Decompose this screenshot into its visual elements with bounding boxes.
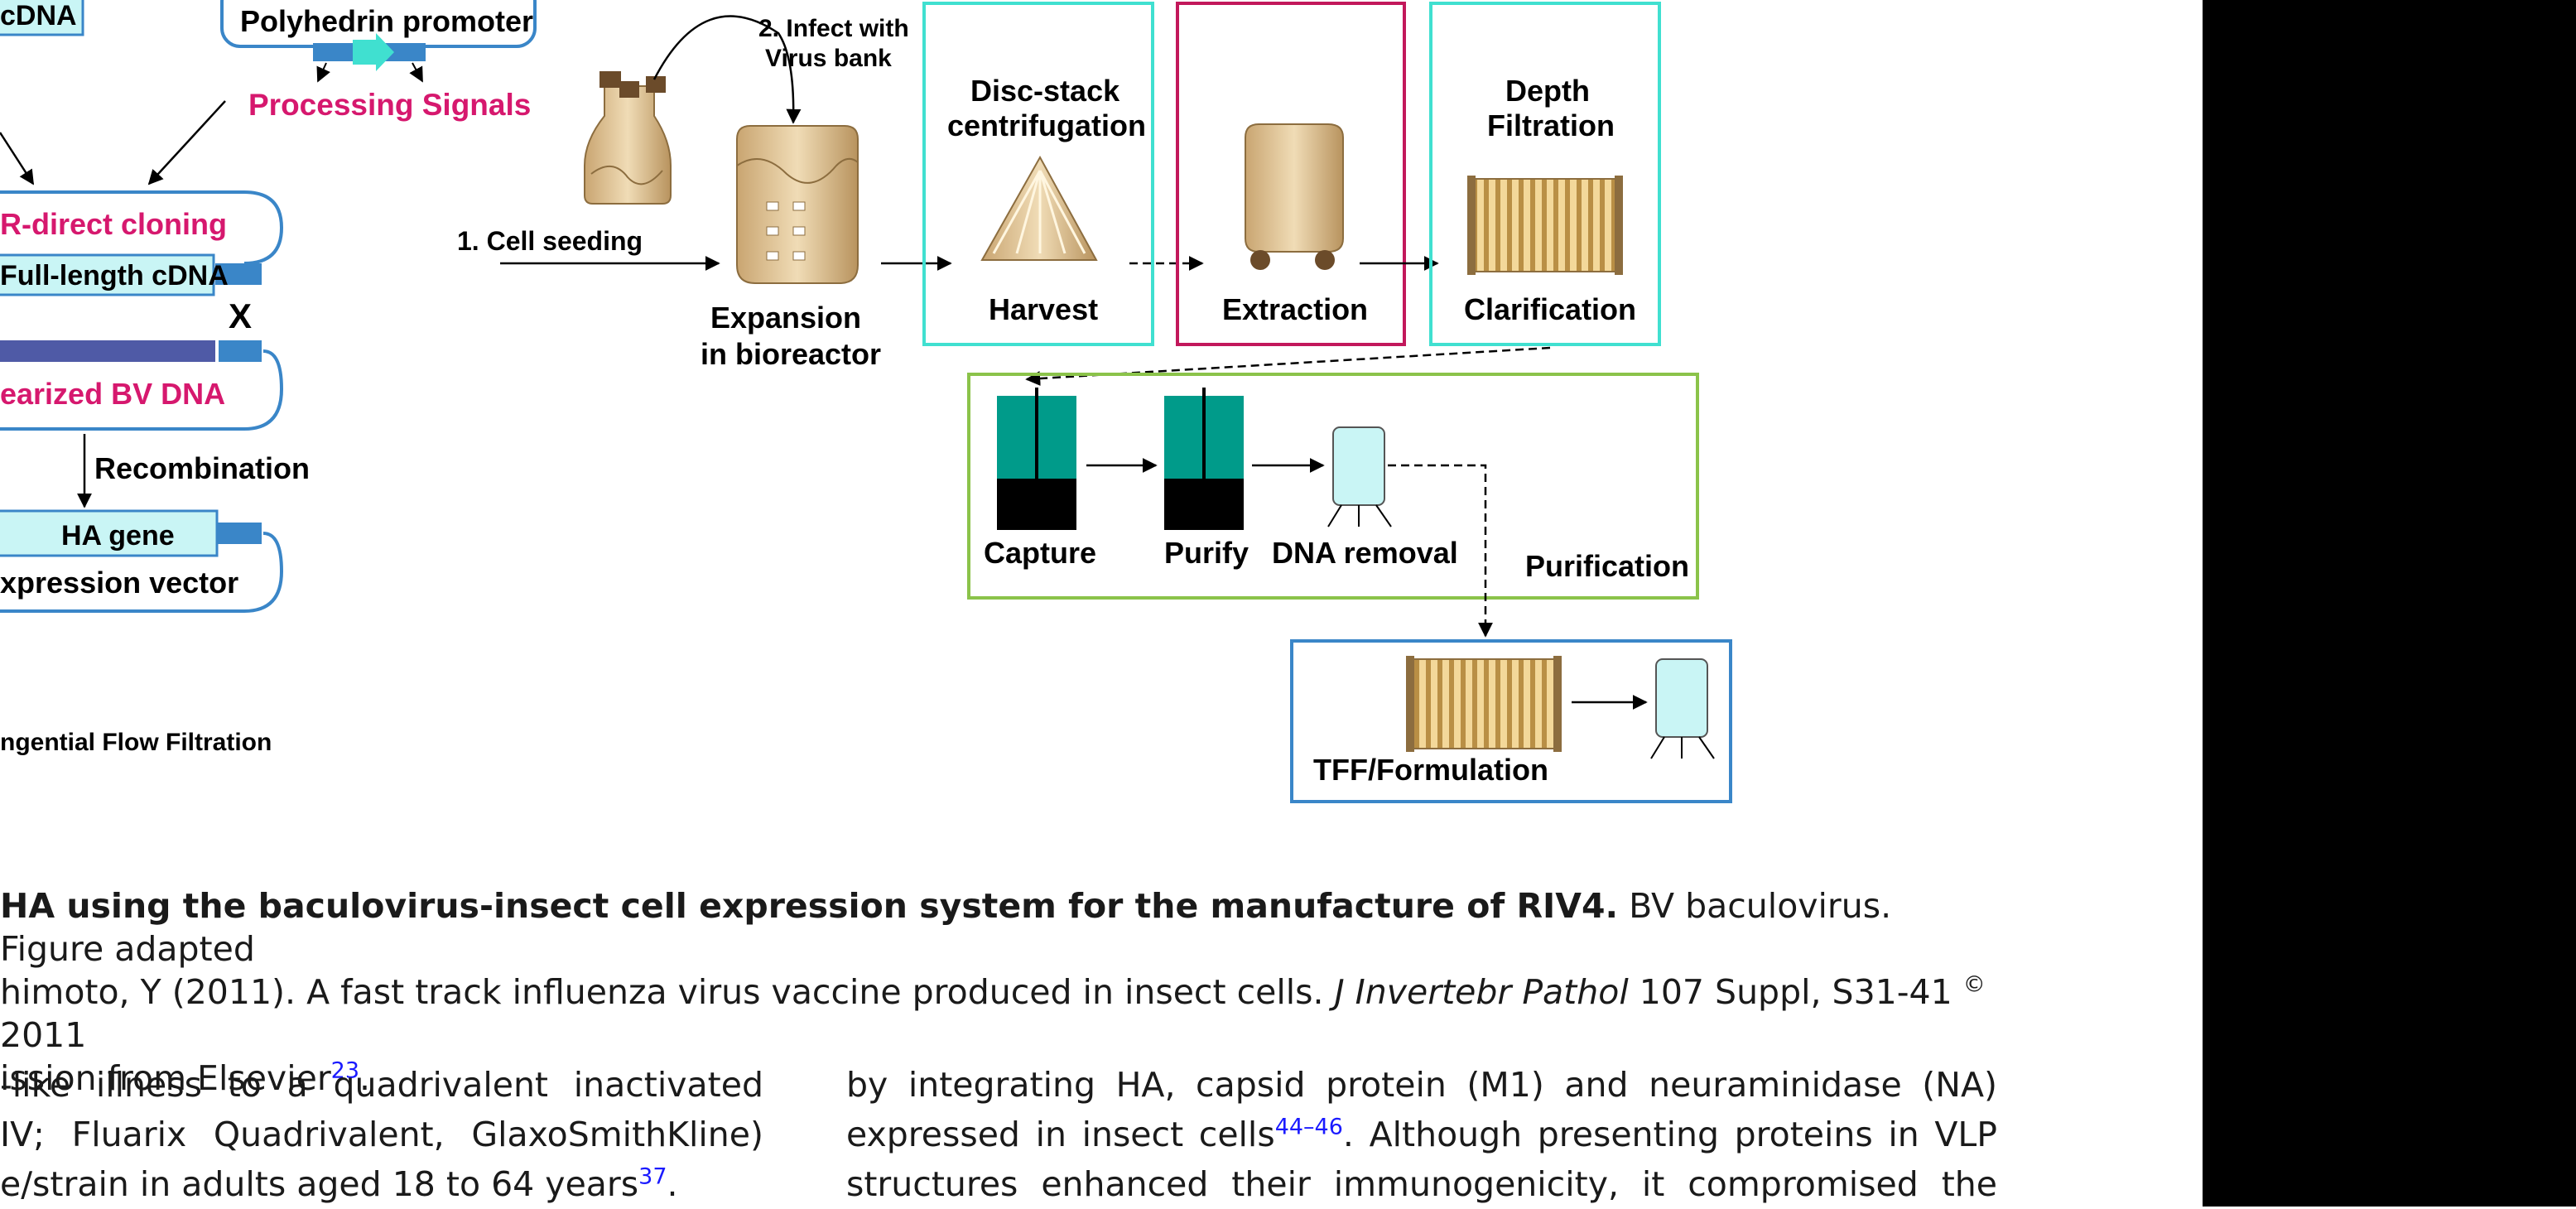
clarification-box [1429, 2, 1661, 346]
left-col-line-2: IV; Fluarix Quadrivalent, GlaxoSmithKlin… [0, 1115, 763, 1154]
expansion-label-1: Expansion [710, 301, 861, 335]
caption-line3-end: . [359, 1058, 371, 1098]
capture-label: Capture [984, 536, 1096, 570]
purification-panel: Capture Purify DNA removal Purification [967, 373, 1732, 803]
depth-label-1: Depth [1505, 74, 1590, 108]
bioreactor-icon [736, 125, 859, 284]
shaker-flask-icon [584, 71, 672, 205]
purification-title: Purification [1525, 549, 1689, 583]
cdna-label: cDNA [0, 0, 77, 31]
purify-column-icon [1164, 388, 1244, 530]
caption-line2-b: 107 Suppl, S31-41 [1628, 972, 1963, 1012]
caption-bold-title: HA using the baculovirus-insect cell exp… [0, 886, 1619, 926]
cloning-panel: cDNA Polyhedrin promoter Processing Sign… [0, 0, 537, 756]
ha-vector-end [217, 523, 262, 544]
fulllength-cdna-box [0, 253, 215, 296]
dna-removal-label: DNA removal [1272, 536, 1458, 570]
to-tff-dashed-arrow [1388, 464, 1493, 638]
purification-box [967, 373, 1699, 600]
bv-dna-vector-end [219, 340, 262, 362]
extraction-box [1176, 2, 1406, 346]
caption-journal: J Invertebr Pathol [1334, 972, 1629, 1012]
fulllength-label: Full-length cDNA [0, 260, 229, 291]
body-left-column: -like illness to a quadrivalent inactiva… [0, 1060, 763, 1209]
tff-box [1290, 639, 1732, 803]
cloning-label: R-direct cloning [0, 207, 227, 241]
expression-vector-label: xpression vector [0, 566, 238, 600]
cdna-box [0, 0, 84, 36]
tff-footnote: ngential Flow Filtration [0, 729, 272, 756]
depth-filter-icon [1467, 176, 1623, 275]
right-col-line-3: structures enhanced their immunogenicity… [846, 1164, 1997, 1204]
page-edge-bar [2203, 0, 2576, 1207]
processing-signals-label: Processing Signals [248, 88, 531, 122]
tff-formulation-label: TFF/Formulation [1313, 753, 1548, 787]
promoter-tick-right [409, 62, 423, 83]
left-col-ref-link[interactable]: 37 [638, 1163, 667, 1190]
infect-label-2: Virus bank [765, 45, 892, 72]
body-right-column: by integrating HA, capsid protein (M1) a… [846, 1060, 1997, 1209]
bv-dna-bracket [0, 349, 284, 431]
caption-ref-link[interactable]: 23 [330, 1057, 360, 1084]
expression-vector-bracket [0, 532, 284, 613]
harvest-box [922, 2, 1154, 346]
promoter-tick-left [316, 62, 330, 83]
extraction-tank-icon [1245, 123, 1344, 270]
upstream-process: 2. Infect with Virus bank 1. Cell seedin… [457, 2, 1661, 387]
expansion-label-2: in bioreactor [701, 337, 881, 371]
promoter-label: Polyhedrin promoter [240, 4, 533, 38]
infect-label-1: 2. Infect with [758, 15, 909, 42]
bv-dna-bar [0, 340, 215, 362]
cloning-vector-bracket [0, 190, 284, 265]
clarification-label: Clarification [1464, 292, 1636, 326]
disc-stack-label-1: Disc-stack [970, 74, 1120, 108]
dna-removal-vessel-icon [1327, 426, 1392, 527]
right-col-ref-link[interactable]: 44–46 [1274, 1114, 1343, 1140]
formulation-vessel-icon [1650, 658, 1715, 759]
signals-arrow [147, 100, 226, 185]
right-col-line-2b: . Although presenting proteins in VLP [1342, 1115, 1997, 1154]
caption-line2-c: 2011 [0, 1015, 87, 1055]
purify-label: Purify [1164, 536, 1249, 570]
ha-gene-label: HA gene [61, 520, 175, 552]
extraction-label: Extraction [1222, 292, 1368, 326]
figure-caption: HA using the baculovirus-insect cell exp… [0, 884, 1996, 1100]
tff-filter-icon [1406, 656, 1562, 752]
caption-line3: ission from Elsevier [0, 1058, 331, 1098]
to-purification-dashed-arrow [1025, 346, 1551, 387]
promoter-arrow-icon [353, 33, 394, 71]
cross-symbol: X [229, 296, 252, 335]
disc-stack-label-2: centrifugation [947, 108, 1146, 142]
centrifuge-icon [980, 155, 1098, 261]
right-col-line-2a: expressed in insect cells [846, 1115, 1275, 1154]
infect-curve-arrow [652, 15, 802, 124]
harvest-label: Harvest [989, 292, 1098, 326]
cdna-arrow [0, 132, 35, 185]
fulllength-vector-end [215, 263, 262, 285]
recombination-label: Recombination [94, 451, 310, 485]
cell-seeding-label: 1. Cell seeding [457, 226, 643, 256]
capture-column-icon [997, 388, 1076, 530]
caption-line2-a: himoto, Y (2011). A fast track influenza… [0, 972, 1335, 1012]
caption-rest-line1: BV baculovirus. Figure adapted [0, 886, 1892, 969]
left-col-line-1: -like illness to a quadrivalent inactiva… [0, 1065, 763, 1105]
linearized-bv-label: earized BV DNA [0, 377, 225, 411]
left-col-line-3: e/strain in adults aged 18 to 64 years [0, 1164, 639, 1204]
left-col-end: . [667, 1164, 678, 1204]
depth-label-2: Filtration [1487, 108, 1615, 142]
right-col-line-1: by integrating HA, capsid protein (M1) a… [846, 1065, 1997, 1105]
caption-copyright: © [1962, 971, 1986, 998]
